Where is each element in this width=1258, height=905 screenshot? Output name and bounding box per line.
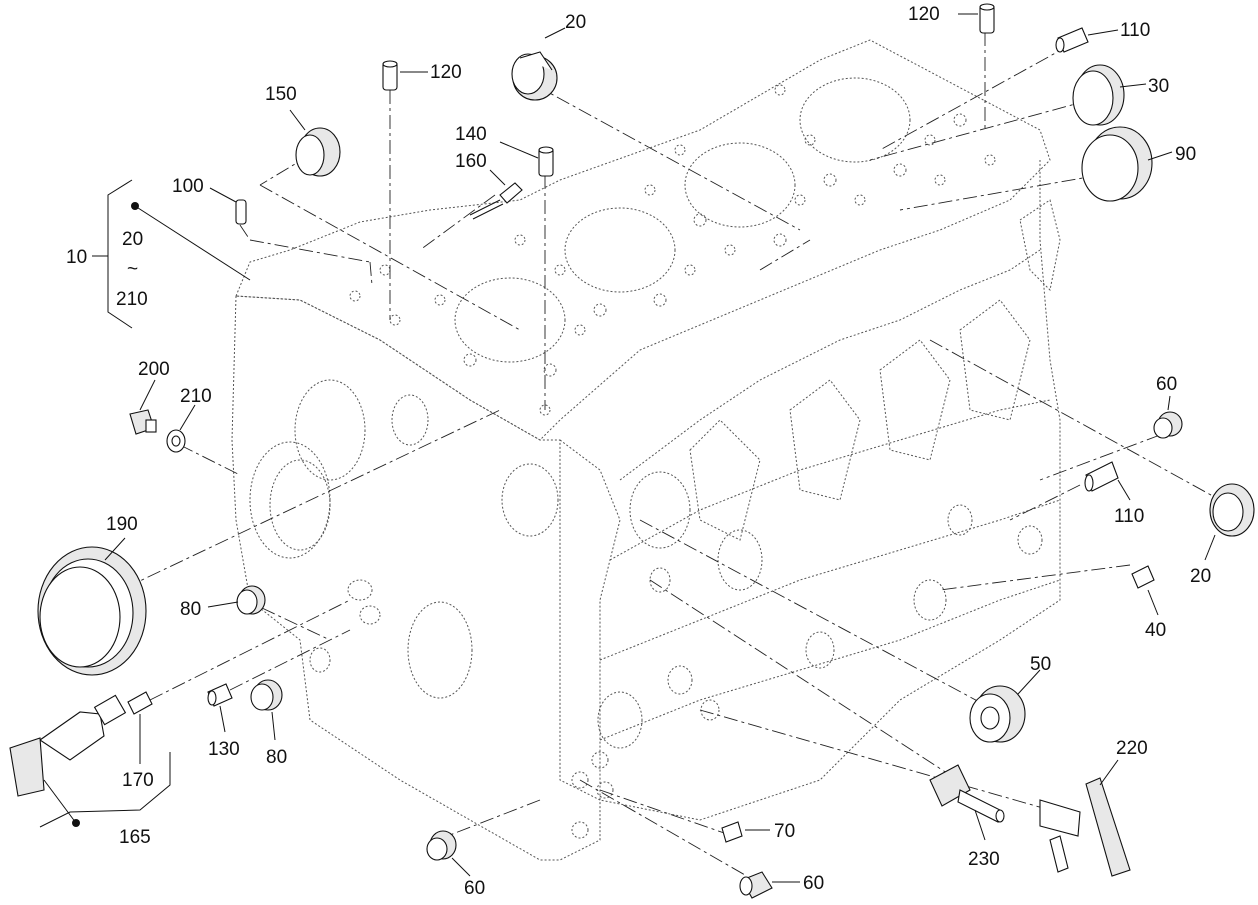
callout-160: 160 [455,151,487,172]
callout-80-left: 80 [180,599,201,620]
leader-lines [39,13,1216,883]
callout-70: 70 [774,821,795,842]
pin-120-right [979,3,995,34]
dowel-140 [538,146,554,177]
nipple-170 [127,691,153,715]
callout-130: 130 [208,739,240,760]
callout-40: 40 [1145,620,1166,641]
callout-150: 150 [265,84,297,105]
pin-100 [235,199,247,225]
callout-20-top: 20 [565,12,586,33]
callout-210-range-end: 210 [116,289,148,310]
cylinder-block-body [231,39,1061,861]
callout-60-bottom-left: 60 [464,878,485,899]
deck-holes [349,84,996,416]
callout-230: 230 [968,849,1000,870]
assembly-center-lines [124,32,1221,876]
pin-110-top [1055,27,1089,53]
callout-220: 220 [1116,738,1148,759]
callout-80-bottom: 80 [266,747,287,768]
callout-165: 165 [119,827,151,848]
callout-10: 10 [66,247,87,268]
plug-200 [129,409,157,435]
callout-60-bottom-right: 60 [803,873,824,894]
plug-70 [721,821,743,843]
switch-230 [929,764,1005,823]
callout-170: 170 [122,770,154,791]
plug-20-right [1209,483,1255,537]
plug-130 [207,683,233,707]
callout-140: 140 [455,124,487,145]
plug-80-left [236,585,266,615]
callout-60-right: 60 [1156,374,1177,395]
callout-20-right: 20 [1190,566,1211,587]
callout-range-tilde: ~ [127,259,138,280]
callout-110-top: 110 [1120,20,1150,41]
plug-60-bottom-left [426,830,457,861]
callout-30: 30 [1148,76,1169,97]
callout-100: 100 [172,176,204,197]
plug-20-top [511,51,558,101]
sensor-165 [9,694,127,797]
pin-110-right [1084,461,1119,492]
plug-60-bottom-right [739,871,773,899]
callout-90: 90 [1175,144,1196,165]
plug-40 [1131,565,1155,589]
callout-110-right: 110 [1114,506,1144,527]
drain-cock-220 [1039,777,1131,877]
washer-210 [166,429,186,453]
plug-60-right [1153,411,1183,439]
callout-190: 190 [106,514,138,535]
callout-20-range-start: 20 [122,229,143,250]
callout-50: 50 [1030,654,1051,675]
oil-seal-190 [37,546,147,676]
callout-200: 200 [138,359,170,380]
callout-120-right: 120 [908,4,940,25]
plug-30 [1072,64,1125,126]
plug-150 [295,127,341,177]
bolt-160 [469,182,523,220]
callout-120-left: 120 [430,62,462,83]
pulley-50 [969,685,1026,743]
plug-80-bottom [250,679,283,711]
pin-120-left [382,60,398,91]
callout-labels: 10 20 ~ 210 20 120 120 110 30 90 150 140… [66,4,1211,899]
plug-90 [1081,126,1153,202]
callout-210: 210 [180,386,212,407]
